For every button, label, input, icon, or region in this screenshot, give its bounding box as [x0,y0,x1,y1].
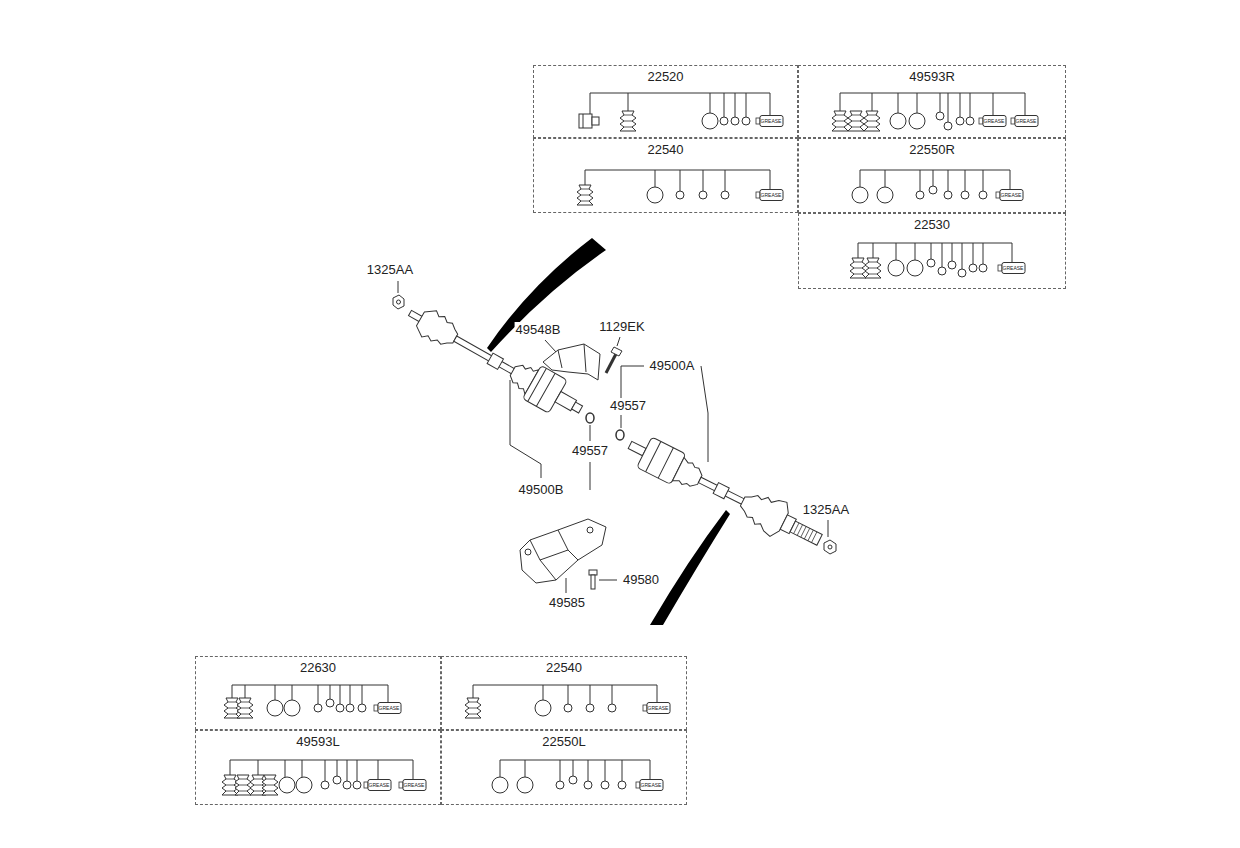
kit-number: 49593L [296,734,339,750]
kit-icons [852,170,1023,203]
kit-number: 22550R [909,142,955,158]
callout-number: 1325AA [802,502,850,518]
grease-label: GREASE [984,118,1005,124]
grease-label: GREASE [404,782,425,788]
kit-number: 22520 [647,69,683,85]
kit-number: 22540 [647,142,683,158]
kit-icons [224,685,401,718]
section-swoosh [650,510,730,625]
kit-icons [492,760,663,793]
grease-label: GREASE [1016,118,1037,124]
callout-number: 49557 [609,398,647,414]
bearing-bracket [520,519,606,583]
grease-label: GREASE [761,192,782,198]
kit-box: 22540 [441,656,687,730]
kit-box: 49593L [195,730,441,805]
kit-icons [465,685,670,718]
bolt [589,570,597,589]
grease-label: GREASE [641,782,662,788]
callout-number: 1129EK [598,319,645,335]
kit-box: 49593R [798,65,1066,138]
kit-icons [832,93,1038,131]
callout-number: 49548B [515,322,562,338]
grease-label: GREASE [369,782,390,788]
kit-number: 22540 [546,660,582,676]
kit-box: 22550R [798,138,1066,213]
drive-shaft-right [621,428,828,557]
kit-icons [579,93,783,131]
callout-number: 49500B [518,482,565,498]
grease-label: GREASE [379,705,400,711]
grease-label: GREASE [761,118,782,124]
grease-label: GREASE [1003,265,1024,271]
callout-number: 49580 [622,572,660,588]
callout-number: 49557 [571,443,609,459]
leader-lines [398,281,828,593]
kit-box: 22540 [533,138,798,213]
o-ring [586,413,624,440]
grease-label: GREASE [1001,192,1022,198]
callout-number: 49585 [548,595,586,611]
kit-number: 49593R [909,69,955,85]
kit-number: 22630 [300,660,336,676]
kit-box: 22530 [798,213,1066,289]
heat-shield [543,344,600,380]
callout-number: 49500A [649,358,696,374]
kit-number: 22550L [542,734,585,750]
section-swoosh [487,238,606,352]
grease-label: GREASE [648,705,669,711]
kit-box: 22630 [195,656,441,730]
bolt [606,347,622,373]
kit-box: 22520 [533,65,798,138]
hub-nut [393,295,836,554]
kit-icons [222,760,426,795]
kit-box: 22550L [441,730,687,805]
kit-icons [850,243,1025,278]
kit-icons [577,170,783,205]
callout-number: 1325AA [366,262,414,278]
kit-number: 22530 [914,217,950,233]
